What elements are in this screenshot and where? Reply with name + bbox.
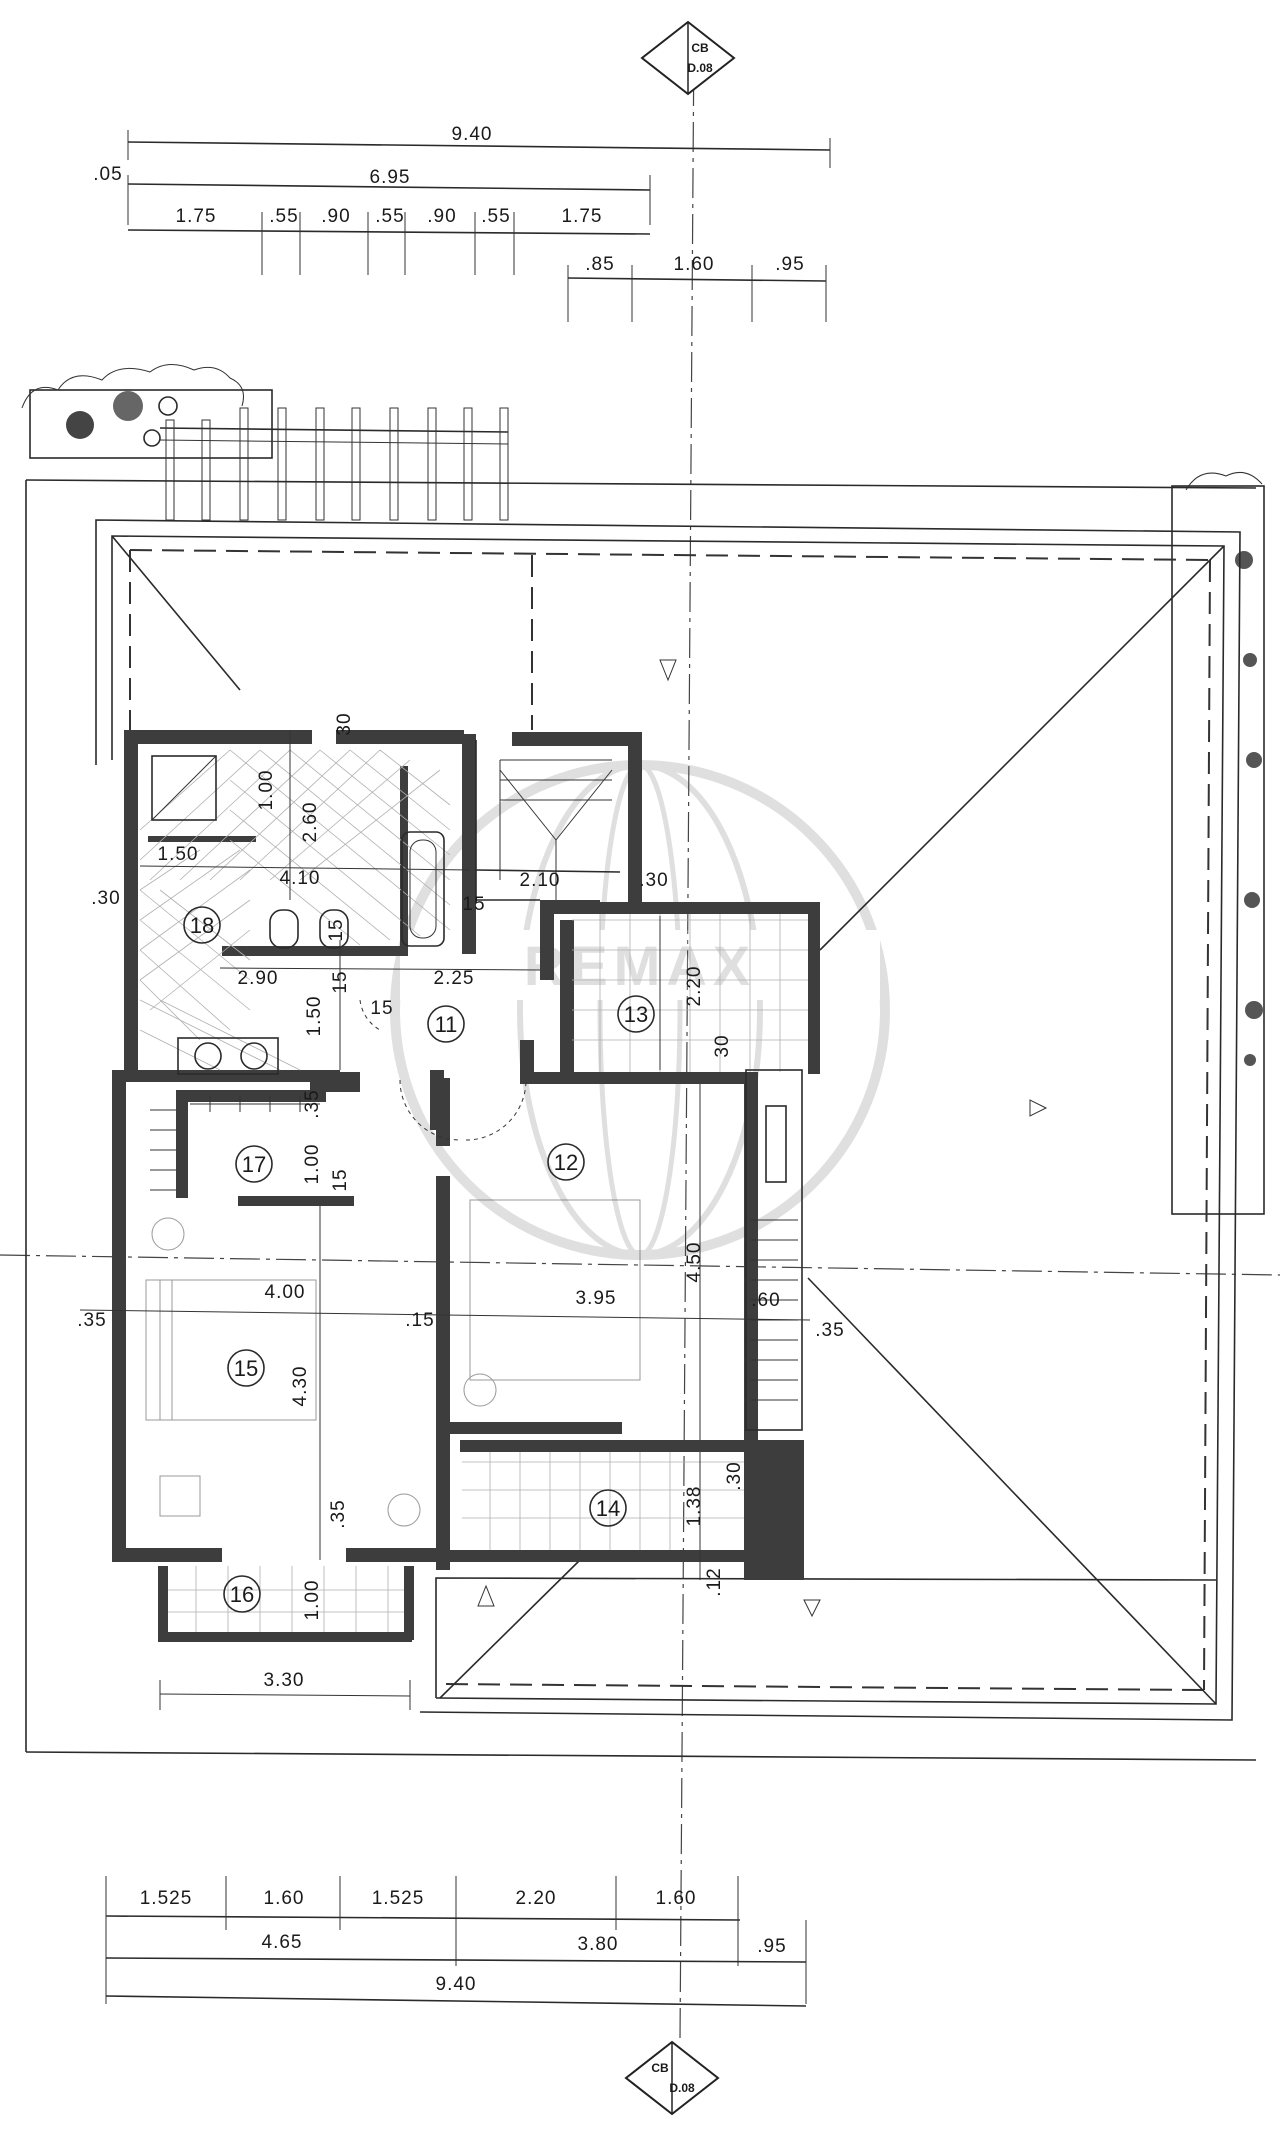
room-labels: 18 11 13 17 12 15 14 16 <box>183 906 655 1613</box>
room-15: 15 <box>234 1356 258 1381</box>
bathroom-fixtures <box>151 755 445 1075</box>
dim-top-r3-2: .90 <box>321 206 350 227</box>
dim-4-30: 4.30 <box>290 1366 311 1407</box>
pergola <box>159 407 509 521</box>
dim-15-mid: 15 <box>326 918 347 941</box>
room-14: 14 <box>596 1496 620 1521</box>
dim-30-stair: .30 <box>639 870 668 891</box>
stair <box>475 740 621 901</box>
dim-15-17: 15 <box>330 1168 351 1191</box>
dim-shower: 1.00 <box>256 770 277 811</box>
dim-30-14: .30 <box>724 1461 745 1490</box>
dim-1-38: 1.38 <box>684 1486 705 1527</box>
dimension-chains-bottom <box>105 1876 807 2007</box>
building-walls <box>112 730 820 1642</box>
dim-1-50-vert: 1.50 <box>304 996 325 1037</box>
room-12: 12 <box>554 1150 578 1175</box>
dim-30-left: .30 <box>91 888 120 909</box>
dim-35-15: .35 <box>328 1499 349 1528</box>
section-marker-top: CB D.08 <box>640 20 736 96</box>
dim-30-13: 30 <box>712 1034 733 1057</box>
dim-top-r4-1: 1.60 <box>674 254 715 275</box>
dim-top-r3-3: .55 <box>375 206 404 227</box>
dim-top-r4-2: .95 <box>775 254 804 275</box>
dim-2-90: 2.90 <box>238 968 279 989</box>
dim-60: .60 <box>751 1290 780 1311</box>
roof-outline <box>25 479 1257 1761</box>
dim-4-10: 4.10 <box>280 868 321 889</box>
planter-right <box>1171 471 1265 1215</box>
dim-bottom-r1-4: 1.60 <box>656 1888 697 1909</box>
dim-bottom-r1-3: 2.20 <box>516 1888 557 1909</box>
dimension-chains-top <box>127 130 831 322</box>
room-18: 18 <box>190 913 214 938</box>
dim-top-r3-1: .55 <box>269 206 298 227</box>
closet-17 <box>150 1096 320 1191</box>
dim-top-r3-5: .55 <box>481 206 510 227</box>
section-bottom-line2: D.08 <box>669 2081 695 2095</box>
dim-1-50-left: 1.50 <box>158 844 199 865</box>
room-13: 13 <box>624 1002 648 1027</box>
dim-35-left: .35 <box>77 1310 106 1331</box>
furniture-outlines <box>145 1199 641 1527</box>
dim-top-overall: 9.40 <box>452 124 493 145</box>
dim-3-95: 3.95 <box>576 1288 617 1309</box>
wardrobe <box>745 1069 803 1431</box>
dim-bottom-r2-0: 4.65 <box>262 1932 303 1953</box>
dim-15-hall: 15 <box>370 998 393 1019</box>
axis-lines <box>0 29 1280 2041</box>
dim-top-r4-0: .85 <box>585 254 614 275</box>
dim-2-20: 2.20 <box>684 966 705 1007</box>
dim-bottom-r1-0: 1.525 <box>140 1888 193 1909</box>
room-16: 16 <box>230 1582 254 1607</box>
watermark-text: REMAX <box>524 934 756 997</box>
dim-top-left-offset: .05 <box>93 164 122 185</box>
dim-top-r3-0: 1.75 <box>176 206 217 227</box>
dim-2-60: 2.60 <box>300 802 321 843</box>
tile-hatching <box>139 749 808 1632</box>
dim-15-v2: 15 <box>330 970 351 993</box>
dim-15-bath: 15 <box>462 894 485 915</box>
dim-bottom-r1-2: 1.525 <box>372 1888 425 1909</box>
room-11: 11 <box>435 1012 458 1037</box>
interior-dim-lines <box>79 730 811 1710</box>
room-17: 17 <box>242 1152 266 1177</box>
dim-2-25: 2.25 <box>434 968 475 989</box>
dim-1-00-16: 1.00 <box>302 1580 323 1621</box>
dim-35-17: .35 <box>302 1089 323 1118</box>
dim-bottom-overall: 9.40 <box>436 1974 477 1995</box>
dim-bottom-r2-1: 3.80 <box>578 1934 619 1955</box>
dim-top-r3-6: 1.75 <box>562 206 603 227</box>
dim-4-00: 4.00 <box>265 1282 306 1303</box>
dim-2-10: 2.10 <box>520 870 561 891</box>
dim-top-r3-4: .90 <box>427 206 456 227</box>
roof-slope-arrows <box>477 659 1048 1618</box>
dim-1-00-17: 1.00 <box>302 1144 323 1185</box>
section-top-line1: CB <box>691 41 709 55</box>
dim-30-top: 30 <box>334 712 355 735</box>
section-top-line2: D.08 <box>687 61 713 75</box>
dim-15-right: .15 <box>405 1310 434 1331</box>
dim-bottom-r1-1: 1.60 <box>264 1888 305 1909</box>
dim-4-50: 4.50 <box>684 1242 705 1283</box>
planter-top-left <box>21 364 273 459</box>
section-marker-bottom: CB D.08 <box>624 2040 720 2116</box>
dim-3-30: 3.30 <box>264 1670 305 1691</box>
dim-12: .12 <box>704 1567 725 1596</box>
door-swings <box>359 999 527 1141</box>
dim-bottom-r2-2: .95 <box>757 1936 786 1957</box>
dim-35-right: .35 <box>815 1320 844 1341</box>
dim-top-subtotal: 6.95 <box>370 167 411 188</box>
section-bottom-line1: CB <box>651 2061 669 2075</box>
